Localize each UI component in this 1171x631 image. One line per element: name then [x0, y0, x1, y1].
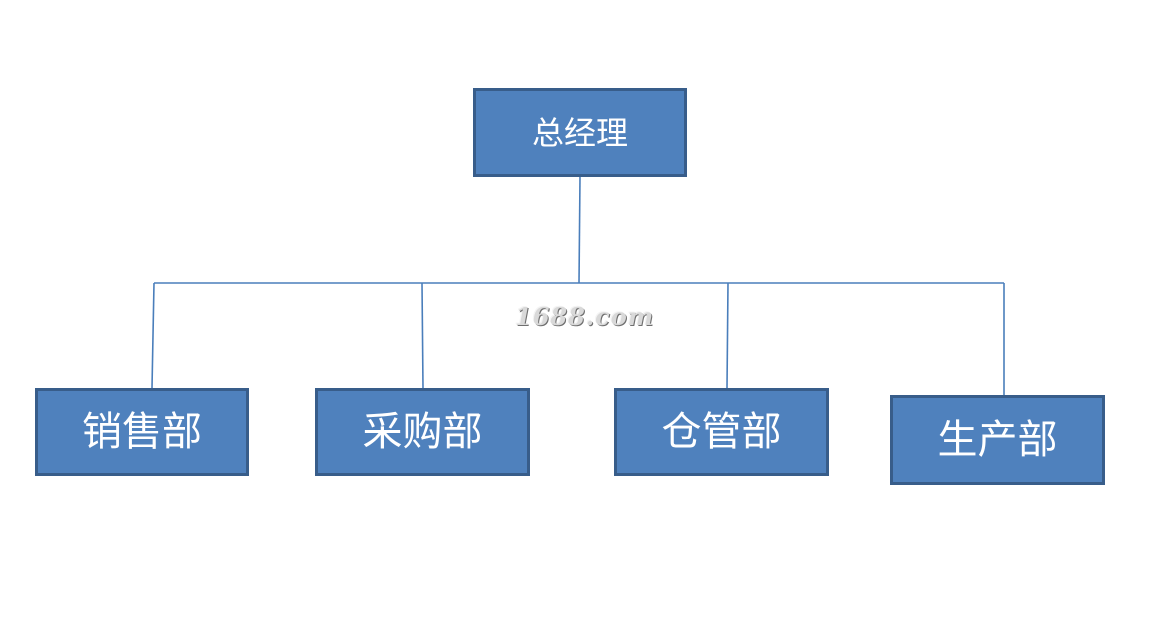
connector-root-stem — [578, 176, 581, 284]
connector-to-sales — [151, 282, 155, 389]
node-production-dept: 生产部 — [890, 395, 1105, 485]
node-purchasing-dept-label: 采购部 — [362, 409, 483, 455]
connector-to-warehouse — [726, 282, 729, 389]
connector-to-purchase — [421, 282, 424, 389]
node-purchasing-dept: 采购部 — [315, 388, 530, 476]
node-warehouse-dept: 仓管部 — [614, 388, 829, 476]
node-general-manager-label: 总经理 — [531, 113, 628, 152]
node-sales-dept: 销售部 — [35, 388, 249, 476]
node-production-dept-label: 生产部 — [937, 417, 1058, 463]
node-warehouse-dept-label: 仓管部 — [661, 409, 782, 455]
node-sales-dept-label: 销售部 — [82, 409, 202, 455]
node-general-manager: 总经理 — [473, 88, 687, 177]
watermark-text: 1688.com — [515, 302, 655, 331]
